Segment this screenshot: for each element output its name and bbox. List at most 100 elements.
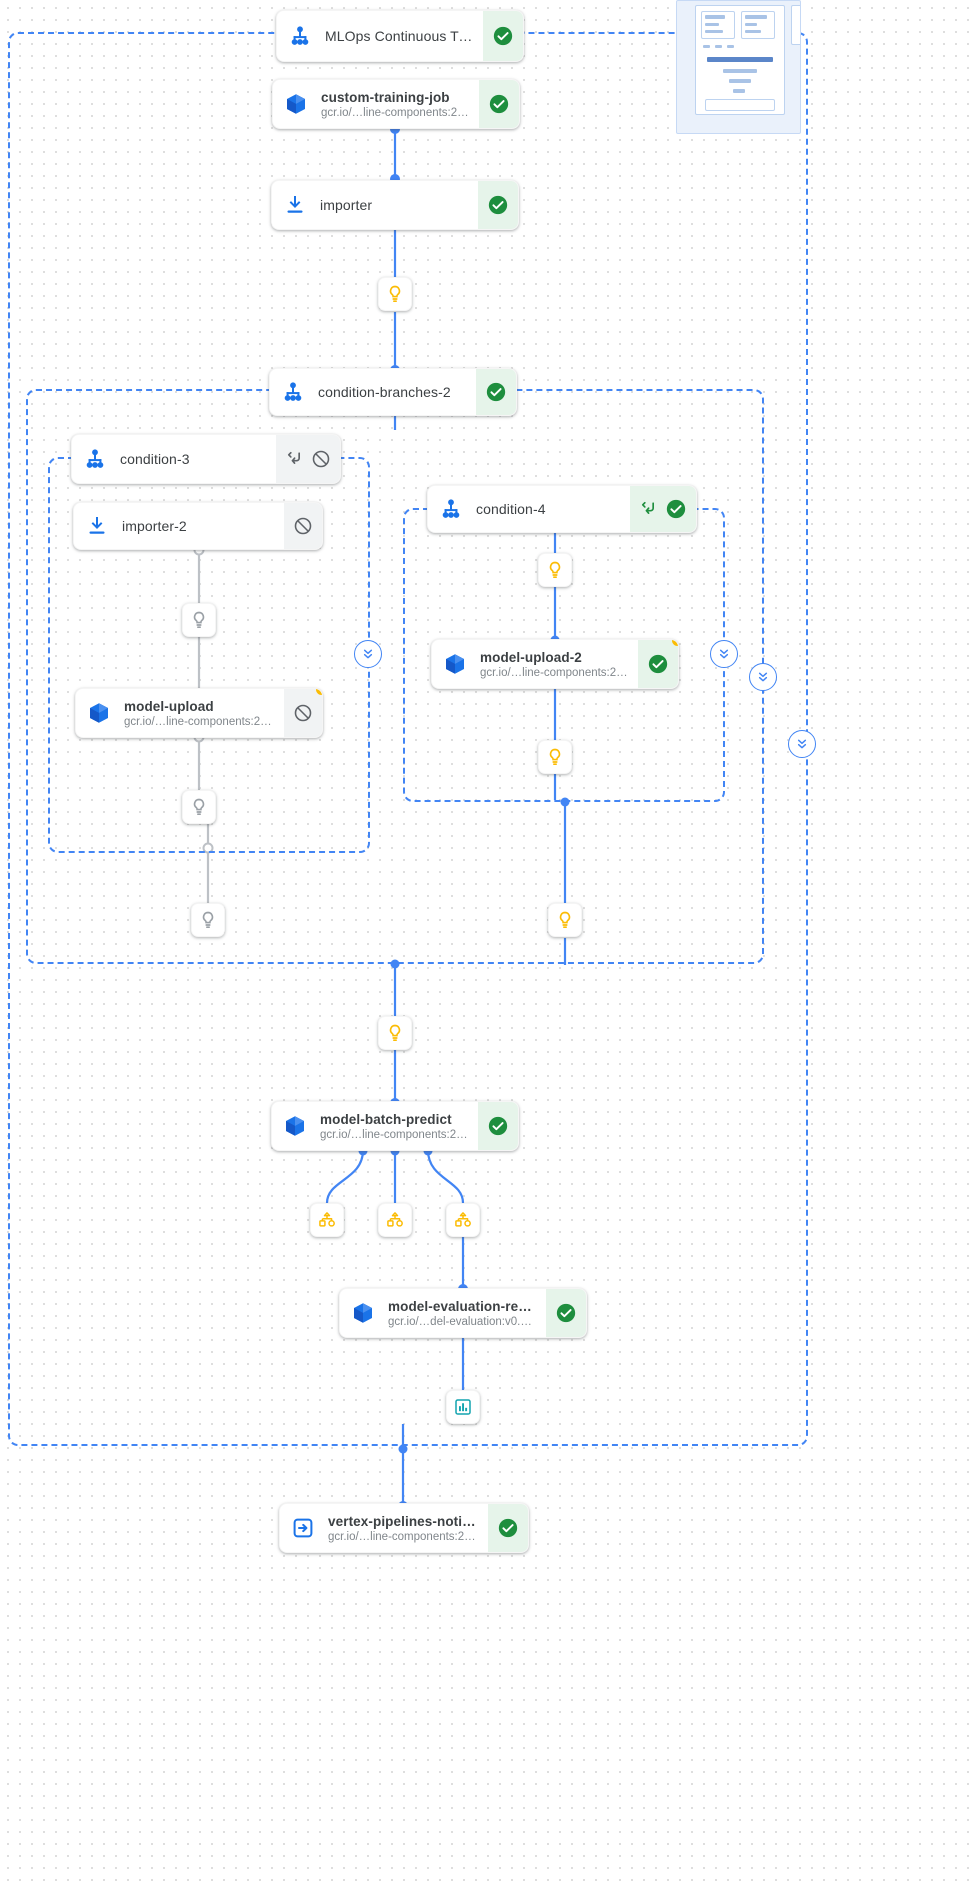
collapse-chevrons-icon xyxy=(758,672,768,682)
dataset-icon xyxy=(387,1212,403,1227)
node-text: condition-branches-2 xyxy=(316,369,476,415)
artifact-chip-dataset[interactable] xyxy=(310,1203,344,1237)
dag-icon xyxy=(270,369,316,415)
node-subtitle: gcr.io/…line-components:2.6.0 xyxy=(320,1128,468,1141)
collapse-pill-condition-4[interactable] xyxy=(710,640,738,668)
bulb-icon xyxy=(193,798,205,815)
status-badge[interactable] xyxy=(488,1504,528,1552)
artifact-chip-metrics[interactable] xyxy=(446,1390,480,1424)
minimap-bar xyxy=(707,57,773,62)
status-badge[interactable] xyxy=(284,503,322,549)
minimap-bar xyxy=(733,89,745,93)
minimap-bar xyxy=(705,30,723,33)
minimap-bar xyxy=(723,69,757,73)
minimap-bar xyxy=(715,45,722,48)
node-model-batch-predict[interactable]: model-batch-predict gcr.io/…line-compone… xyxy=(271,1101,519,1151)
dag-icon xyxy=(428,486,474,532)
node-text: condition-4 xyxy=(474,486,630,532)
container-icon xyxy=(340,1289,386,1337)
minimap-viewport[interactable] xyxy=(791,5,800,45)
bulb-icon xyxy=(559,911,571,928)
collapse-pill-conditions-group[interactable] xyxy=(749,663,777,691)
collapse-chevrons-icon xyxy=(797,739,807,749)
minimap[interactable] xyxy=(676,0,801,134)
node-importer-2[interactable]: importer-2 xyxy=(73,502,323,550)
container-icon xyxy=(272,1102,318,1150)
status-badge[interactable] xyxy=(630,486,696,532)
node-title: model-upload-2 xyxy=(480,649,582,665)
artifact-chip-bulb[interactable] xyxy=(378,1016,412,1050)
node-condition-4[interactable]: condition-4 xyxy=(427,485,697,533)
check-circle-icon xyxy=(486,382,506,402)
artifact-chip-bulb[interactable] xyxy=(538,553,572,587)
node-custom-training-job[interactable]: custom-training-job gcr.io/…line-compone… xyxy=(272,79,520,129)
collapse-pill-condition-3[interactable] xyxy=(354,640,382,668)
bulb-icon xyxy=(389,285,401,302)
node-importer[interactable]: importer xyxy=(271,180,519,230)
status-badge[interactable] xyxy=(276,435,340,483)
dag-icon xyxy=(277,11,323,61)
bulb-icon xyxy=(549,561,561,578)
warning-dot-icon xyxy=(672,640,678,646)
node-text: model-evaluation-regres… gcr.io/…del-eva… xyxy=(386,1289,546,1337)
artifact-chip-bulb[interactable] xyxy=(538,740,572,774)
import-icon xyxy=(74,503,120,549)
node-title: condition-3 xyxy=(120,451,190,467)
status-badge[interactable] xyxy=(478,181,518,229)
exit-icon xyxy=(280,1504,326,1552)
blocked-icon xyxy=(294,517,312,535)
node-mlops-root[interactable]: MLOps Continuous Traini… xyxy=(276,10,524,62)
dag-icon xyxy=(72,435,118,483)
minimap-bar xyxy=(727,45,734,48)
artifact-chip-bulb[interactable] xyxy=(378,277,412,311)
status-badge[interactable] xyxy=(478,1102,518,1150)
node-vertex-notification[interactable]: vertex-pipelines-notificat… gcr.io/…line… xyxy=(279,1503,529,1553)
artifact-chip-dataset[interactable] xyxy=(446,1203,480,1237)
artifact-chip-bulb[interactable] xyxy=(191,903,225,937)
node-text: model-batch-predict gcr.io/…line-compone… xyxy=(318,1102,478,1150)
status-badge[interactable] xyxy=(546,1289,586,1337)
node-title: model-evaluation-regres… xyxy=(388,1298,536,1314)
check-circle-icon xyxy=(488,1116,508,1136)
status-badge[interactable] xyxy=(284,689,322,737)
minimap-bar xyxy=(705,15,725,19)
node-text: custom-training-job gcr.io/…line-compone… xyxy=(319,80,479,128)
branch-skip-icon xyxy=(287,451,300,464)
bulb-icon xyxy=(549,748,561,765)
dataset-icon xyxy=(319,1212,335,1227)
node-subtitle: gcr.io/…del-evaluation:v0.9.3 xyxy=(388,1315,536,1328)
metrics-icon xyxy=(455,1399,471,1415)
node-model-upload-2[interactable]: model-upload-2 gcr.io/…line-components:2… xyxy=(431,639,679,689)
dataset-icon xyxy=(455,1212,471,1227)
artifact-chip-bulb[interactable] xyxy=(182,790,216,824)
artifact-chip-bulb[interactable] xyxy=(548,903,582,937)
artifact-chip-bulb[interactable] xyxy=(182,603,216,637)
node-model-evaluation[interactable]: model-evaluation-regres… gcr.io/…del-eva… xyxy=(339,1288,587,1338)
node-condition-branches-2[interactable]: condition-branches-2 xyxy=(269,368,517,416)
minimap-card xyxy=(705,99,775,111)
node-text: vertex-pipelines-notificat… gcr.io/…line… xyxy=(326,1504,488,1552)
minimap-bar xyxy=(745,23,757,26)
status-badge[interactable] xyxy=(638,640,678,688)
container-icon xyxy=(76,689,122,737)
check-circle-icon xyxy=(666,499,686,519)
collapse-pill-root-group[interactable] xyxy=(788,730,816,758)
node-subtitle: gcr.io/…line-components:2.6.0 xyxy=(321,106,469,119)
check-circle-icon xyxy=(493,26,513,46)
minimap-bar xyxy=(705,23,719,26)
container-icon xyxy=(273,80,319,128)
artifact-chip-dataset[interactable] xyxy=(378,1203,412,1237)
node-title: custom-training-job xyxy=(321,89,450,105)
status-badge[interactable] xyxy=(483,11,523,61)
check-circle-icon xyxy=(648,654,668,674)
check-circle-icon xyxy=(556,1303,576,1323)
node-condition-3[interactable]: condition-3 xyxy=(71,434,341,484)
node-title: importer xyxy=(320,197,373,213)
check-circle-icon xyxy=(489,94,509,114)
status-badge[interactable] xyxy=(479,80,519,128)
node-model-upload[interactable]: model-upload gcr.io/…line-components:2.6… xyxy=(75,688,323,738)
node-title: model-batch-predict xyxy=(320,1111,452,1127)
minimap-bar xyxy=(729,79,751,83)
status-badge[interactable] xyxy=(476,369,516,415)
